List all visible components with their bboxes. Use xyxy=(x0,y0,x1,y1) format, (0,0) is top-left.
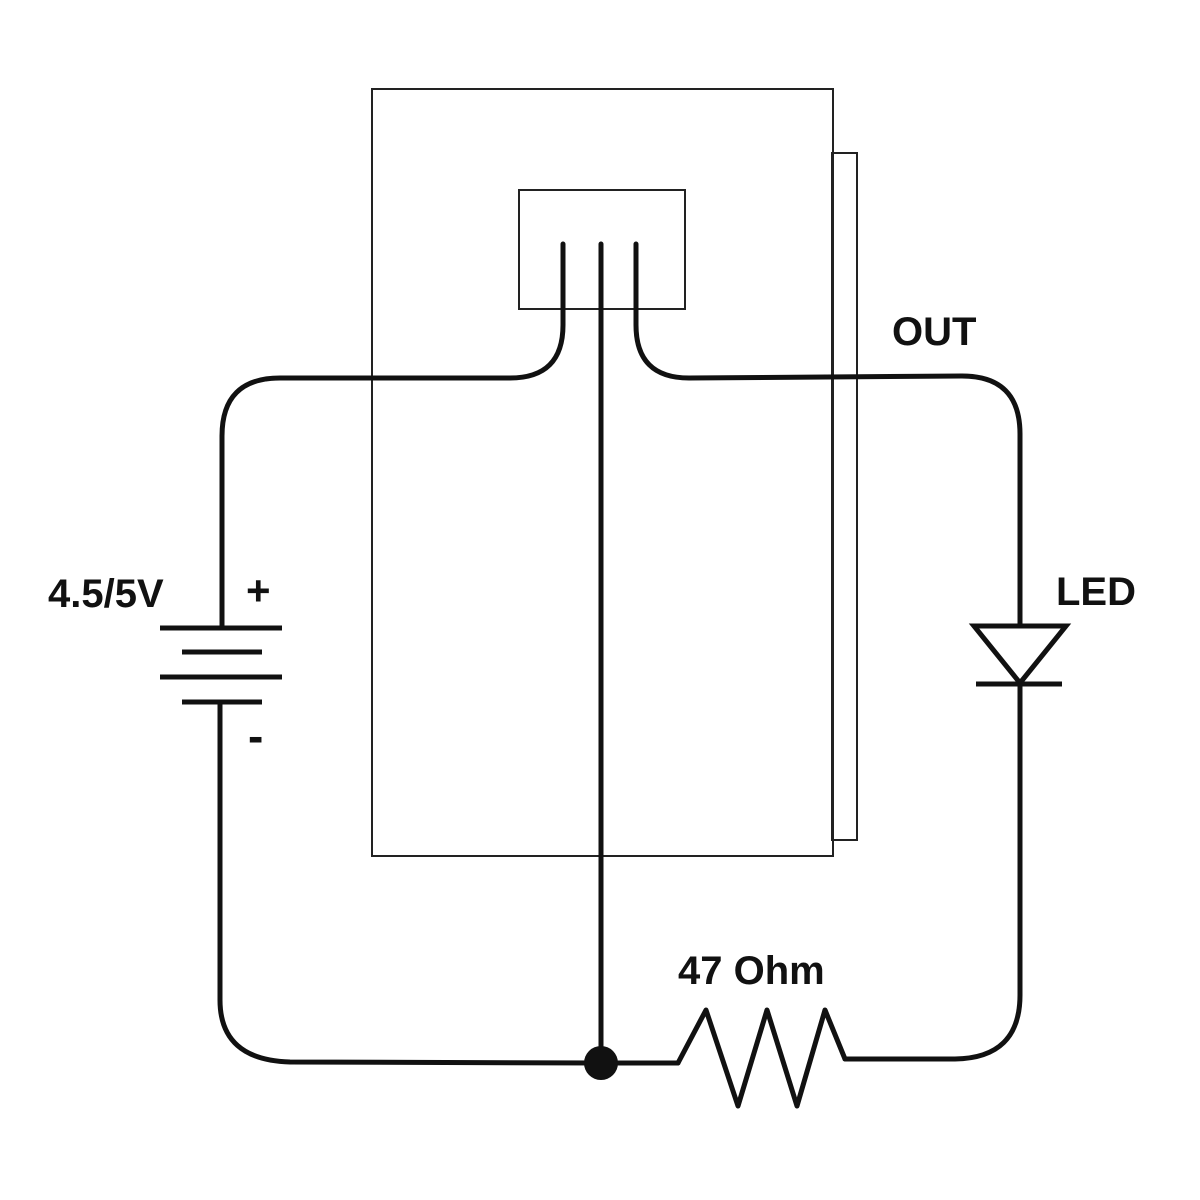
out-label: OUT xyxy=(892,310,976,354)
junction-dot xyxy=(584,1046,618,1080)
module-side-panel xyxy=(831,152,858,841)
resistor-label: 47 Ohm xyxy=(678,949,825,993)
plus-label: + xyxy=(246,567,271,614)
wire-battery-negative xyxy=(217,699,604,1066)
battery-icon xyxy=(160,625,282,705)
sensor-module xyxy=(371,88,858,857)
resistor-icon xyxy=(675,1007,848,1109)
wire-out xyxy=(633,241,1023,628)
minus-label: - xyxy=(248,710,263,762)
wire-led-return xyxy=(842,681,1023,1062)
led-diode-icon xyxy=(968,623,1072,687)
led-label: LED xyxy=(1056,570,1136,614)
voltage-label: 4.5/5V xyxy=(48,572,164,616)
wires xyxy=(217,241,1023,1066)
wire-vcc xyxy=(219,241,566,631)
led-triangle xyxy=(968,623,1072,687)
